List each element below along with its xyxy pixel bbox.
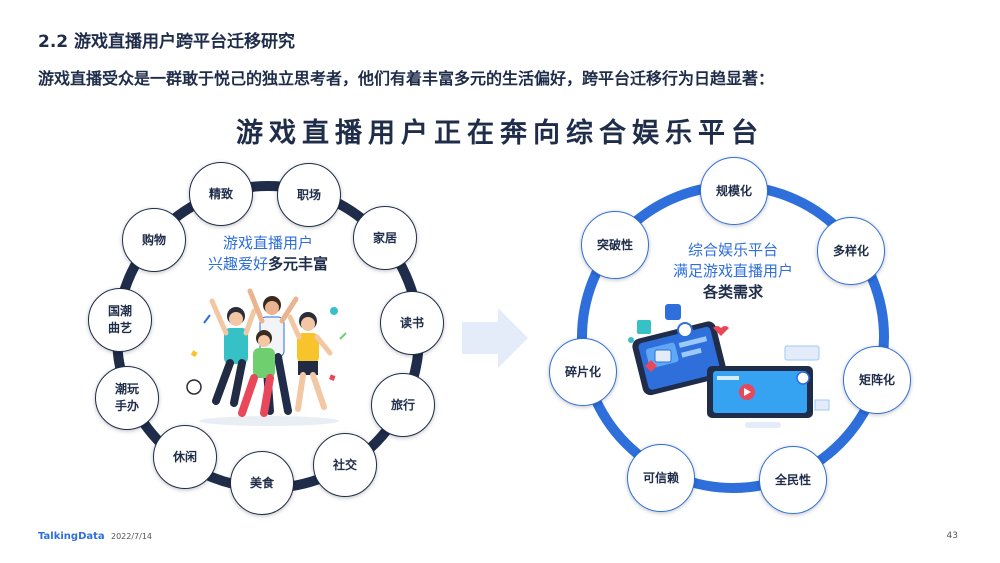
interest-node-label: 精致	[209, 186, 233, 203]
interest-node-meishi: 美食	[230, 451, 294, 515]
platform-node-label: 碎片化	[565, 364, 601, 381]
platform-node-label: 可信赖	[643, 470, 679, 487]
interest-node-label: 社交	[333, 457, 357, 474]
right-center-line2: 满足游戏直播用户	[633, 261, 833, 282]
platform-node-kexinlai: 可信赖	[627, 444, 695, 512]
platform-node-juzhenhua: 矩阵化	[843, 346, 911, 414]
interest-node-label: 美食	[250, 475, 274, 492]
right-center-text: 综合娱乐平台 满足游戏直播用户 各类需求	[633, 240, 833, 303]
interest-node-label-line2: 曲艺	[108, 320, 132, 337]
platform-node-suipianhua: 碎片化	[549, 338, 617, 406]
headline: 游戏直播用户正在奔向综合娱乐平台	[0, 111, 1000, 150]
interest-node-label: 职场	[297, 187, 321, 204]
platform-node-label: 全民性	[775, 472, 811, 489]
section-title: 2.2 游戏直播用户跨平台迁移研究	[38, 27, 295, 52]
cheering-people-illustration	[184, 283, 354, 428]
left-center-line2: 兴趣爱好多元丰富	[168, 254, 368, 275]
interest-node-chaowan: 潮玩手办	[95, 366, 159, 430]
platform-node-duoyanghua: 多样化	[817, 217, 885, 285]
platform-node-label: 多样化	[833, 243, 869, 260]
platform-node-label: 矩阵化	[859, 372, 895, 389]
interest-node-lvxing: 旅行	[371, 373, 435, 437]
interest-node-zhichang: 职场	[277, 163, 341, 227]
platform-node-guimohua: 规模化	[700, 157, 768, 225]
interest-node-shejiao: 社交	[313, 433, 377, 497]
interest-node-guochao: 国潮曲艺	[88, 288, 152, 352]
interest-node-label: 休闲	[173, 449, 197, 466]
interest-node-gouwu: 购物	[122, 208, 186, 272]
left-center-line2-strong: 多元丰富	[268, 255, 328, 273]
page-number: 43	[947, 531, 958, 541]
interest-node-label: 旅行	[391, 397, 415, 414]
interest-node-jiaju: 家居	[353, 206, 417, 270]
left-center-line1: 游戏直播用户	[168, 233, 368, 254]
platform-node-tupoxing: 突破性	[581, 211, 649, 279]
interest-node-xiuxian: 休闲	[153, 425, 217, 489]
platform-node-label: 规模化	[716, 183, 752, 200]
interest-node-jingzhi: 精致	[189, 162, 253, 226]
devices-streaming-illustration	[625, 300, 835, 435]
platform-node-quanminxing: 全民性	[759, 446, 827, 514]
subtitle: 游戏直播受众是一群敢于悦己的独立思考者，他们有着丰富多元的生活偏好，跨平台迁移行…	[38, 65, 774, 89]
talkingdata-logo: TalkingData	[38, 531, 105, 542]
interest-node-label: 潮玩	[115, 381, 139, 398]
interest-node-label: 家居	[373, 230, 397, 247]
left-center-text: 游戏直播用户 兴趣爱好多元丰富	[168, 233, 368, 275]
flow-arrow	[462, 308, 528, 368]
interest-node-label: 国潮	[108, 303, 132, 320]
platform-node-label: 突破性	[597, 237, 633, 254]
footer-date: 2022/7/14	[111, 532, 152, 541]
right-center-line1: 综合娱乐平台	[633, 240, 833, 261]
interest-node-dushu: 读书	[380, 291, 444, 355]
interest-node-label: 购物	[142, 232, 166, 249]
interest-node-label-line2: 手办	[115, 398, 139, 415]
interest-node-label: 读书	[400, 315, 424, 332]
left-center-line2-plain: 兴趣爱好	[208, 255, 268, 273]
